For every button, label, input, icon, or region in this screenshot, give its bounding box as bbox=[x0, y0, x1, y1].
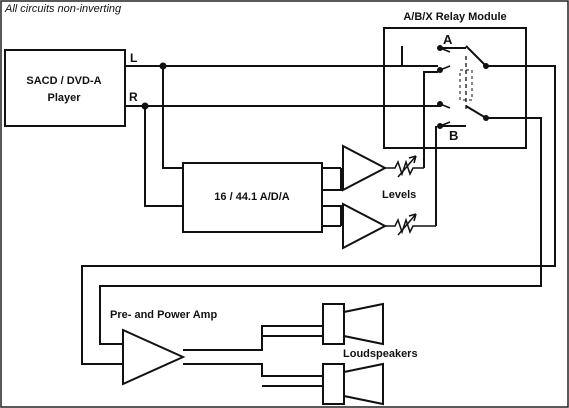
level-pot-lower bbox=[385, 217, 436, 235]
levels-label: Levels bbox=[382, 189, 416, 201]
relay-upper-wedge bbox=[439, 47, 451, 71]
converter-box bbox=[182, 162, 323, 233]
level-buffer-lower bbox=[342, 202, 388, 250]
player-label-line2: Player bbox=[47, 92, 81, 104]
level-pot-lower-arrow bbox=[397, 213, 417, 236]
wire-right-tap bbox=[144, 106, 183, 207]
relay-lower-common bbox=[483, 115, 489, 121]
channel-left-label: L bbox=[130, 51, 137, 65]
level-pot-lower-arrowhead bbox=[408, 213, 417, 222]
junction-right bbox=[141, 102, 149, 110]
amp-label: Pre- and Power Amp bbox=[110, 309, 217, 321]
relay-upper-common bbox=[483, 63, 489, 69]
converter-label: 16 / 44.1 A/D/A bbox=[214, 191, 289, 203]
speakers-label: Loudspeakers bbox=[343, 348, 418, 360]
relay-input-a-label: A bbox=[443, 32, 453, 47]
junction-left bbox=[159, 62, 167, 70]
speaker-lower-magnet bbox=[322, 363, 345, 405]
relay-module-box bbox=[383, 27, 527, 149]
wire-out-left bbox=[81, 65, 556, 365]
wire-left-tap bbox=[162, 66, 183, 169]
relay-input-b-label: B bbox=[449, 128, 458, 143]
level-pot-upper-arrow bbox=[397, 155, 417, 178]
relay-coil bbox=[459, 69, 473, 101]
speaker-upper-cone bbox=[343, 302, 384, 346]
relay-lower-wedge bbox=[439, 103, 451, 127]
player-label-line1: SACD / DVD-A bbox=[26, 75, 101, 87]
level-pot-upper bbox=[385, 159, 424, 177]
wire-b-left bbox=[423, 71, 438, 168]
amp-triangle bbox=[122, 328, 186, 386]
speaker-upper-magnet bbox=[322, 303, 345, 345]
wire-converter-out-2 bbox=[322, 205, 342, 226]
wire-converter-out-1b bbox=[322, 168, 342, 191]
wire-out-right bbox=[99, 117, 542, 345]
level-buffer-upper bbox=[342, 144, 388, 192]
level-pot-upper-arrowhead bbox=[408, 155, 417, 164]
player-box bbox=[4, 49, 126, 127]
note-label: All circuits non-inverting bbox=[4, 3, 122, 15]
wire-amp-lower bbox=[183, 363, 323, 377]
speaker-lower-cone bbox=[343, 362, 384, 406]
channel-right-label: R bbox=[129, 90, 138, 104]
wire-amp-upper bbox=[183, 325, 323, 351]
relay-upper-blade bbox=[465, 45, 526, 67]
relay-lower-blade bbox=[465, 105, 526, 119]
relay-module-title: A/B/X Relay Module bbox=[403, 11, 506, 23]
